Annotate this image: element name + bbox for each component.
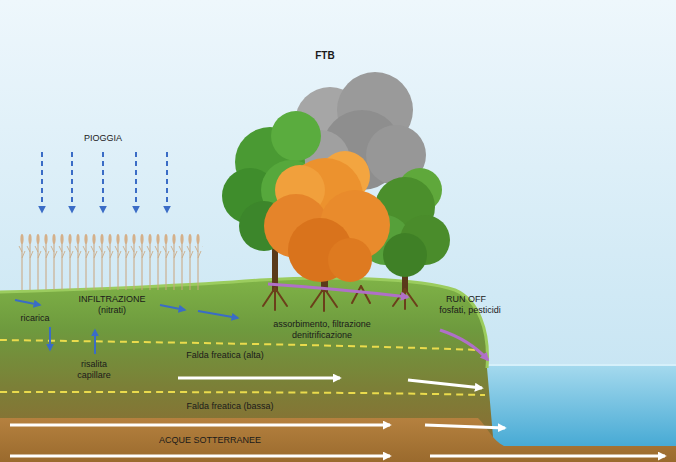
infiltration-arrows-part bbox=[15, 300, 40, 305]
rain-arrows-part bbox=[135, 152, 137, 212]
groundwater-flow-arrows-part bbox=[10, 424, 390, 427]
water-body-part bbox=[465, 364, 676, 448]
groundwater-flow-arrows-part bbox=[178, 377, 340, 380]
infiltration-arrows-part bbox=[49, 327, 51, 350]
wheat-field bbox=[18, 232, 203, 290]
groundwater-flow-arrows bbox=[10, 378, 665, 456]
grass-surface bbox=[0, 278, 487, 368]
runoff-label: fosfati, pesticidi bbox=[439, 305, 501, 316]
tree-orange-part bbox=[328, 238, 372, 282]
rain-label: PIOGGIA bbox=[84, 133, 122, 144]
rain-arrows bbox=[42, 152, 167, 212]
rain-arrows-part bbox=[71, 152, 73, 212]
layer-label: ACQUE SOTTERRANEE bbox=[159, 435, 261, 446]
water-body bbox=[465, 364, 676, 448]
rain-arrows-part bbox=[41, 152, 43, 212]
groundwater-band bbox=[0, 418, 676, 462]
process-label: INFILTRAZIONE (nitrati) bbox=[67, 294, 157, 316]
tree-roots-part bbox=[311, 288, 337, 311]
layer-label: Falda freatica (alta) bbox=[186, 350, 264, 361]
tree-green-left-part bbox=[271, 111, 321, 161]
runoff-arrows-part bbox=[440, 330, 488, 360]
infiltration-arrows-part bbox=[94, 330, 96, 354]
rain-arrows-part bbox=[166, 152, 168, 212]
tree-roots-part bbox=[352, 286, 370, 303]
rain-arrows-part bbox=[102, 152, 104, 212]
process-label: risalita capillare bbox=[69, 359, 119, 381]
infiltration-arrows bbox=[15, 300, 238, 354]
water-body-part bbox=[470, 364, 676, 366]
tree-orange bbox=[264, 151, 390, 292]
tree-green-right-part bbox=[383, 233, 427, 277]
group-label: FTB bbox=[315, 50, 334, 61]
runoff-arrows bbox=[268, 284, 488, 360]
runoff-label: RUN OFF bbox=[446, 294, 486, 305]
process-label: ricarica bbox=[20, 313, 49, 324]
tree-roots-part bbox=[393, 289, 417, 309]
groundwater-flow-arrows-part bbox=[10, 455, 390, 458]
layer-label: Falda freatica (bassa) bbox=[186, 401, 273, 412]
infiltration-arrows-part bbox=[198, 311, 238, 318]
water-table-high bbox=[0, 340, 478, 350]
groundwater-flow-arrows-part bbox=[430, 455, 665, 458]
groundwater-flow-arrows-part bbox=[425, 425, 505, 428]
tree-roots-part bbox=[263, 288, 287, 310]
water-table-low bbox=[0, 392, 485, 395]
groundwater-flow-arrows-part bbox=[408, 380, 482, 388]
infiltration-arrows-part bbox=[160, 305, 185, 310]
process-label: assorbimento, filtrazione denitrificazio… bbox=[257, 319, 387, 341]
runoff-arrows-part bbox=[268, 284, 408, 297]
